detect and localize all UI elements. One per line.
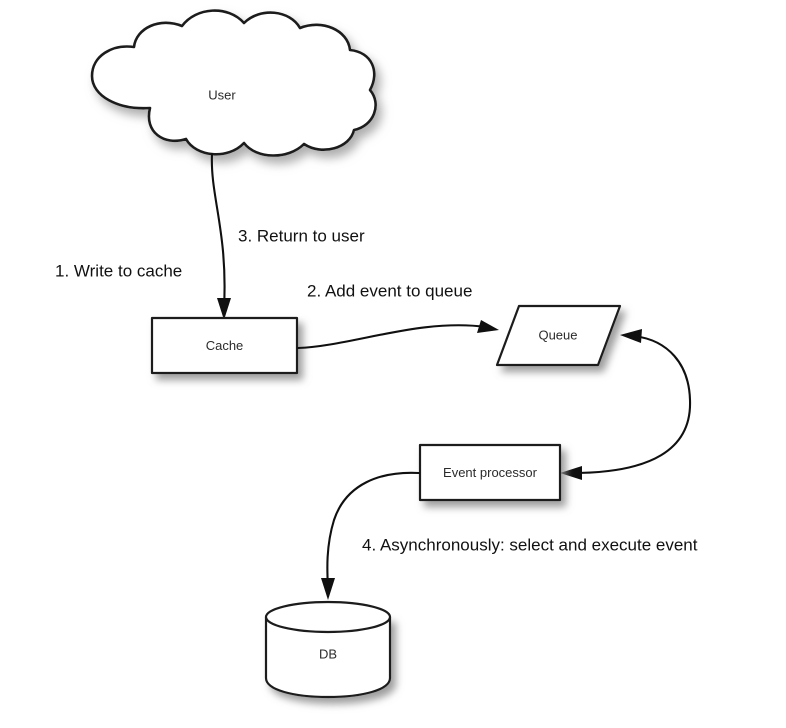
edge-user-to-cache bbox=[210, 152, 231, 320]
node-label-user: User bbox=[208, 87, 236, 102]
node-label-queue: Queue bbox=[538, 327, 577, 342]
node-label-event-processor: Event processor bbox=[443, 465, 538, 480]
node-label-db: DB bbox=[319, 646, 337, 661]
node-label-cache: Cache bbox=[206, 338, 244, 353]
node-queue[interactable]: Queue bbox=[495, 304, 622, 367]
step-label-2: 2. Add event to queue bbox=[307, 281, 472, 300]
edge-processor-to-db bbox=[321, 471, 421, 600]
step-label-4: 4. Asynchronously: select and execute ev… bbox=[362, 535, 698, 554]
edge-cache-to-queue bbox=[296, 320, 499, 350]
node-event-processor[interactable]: Event processor bbox=[418, 443, 562, 502]
node-db[interactable]: DB bbox=[264, 600, 392, 699]
step-label-3: 3. Return to user bbox=[238, 226, 365, 245]
edge-processor-to-queue bbox=[560, 329, 692, 480]
node-cache[interactable]: Cache bbox=[150, 316, 299, 375]
step-label-1: 1. Write to cache bbox=[55, 261, 182, 280]
node-user[interactable]: User bbox=[90, 9, 377, 157]
